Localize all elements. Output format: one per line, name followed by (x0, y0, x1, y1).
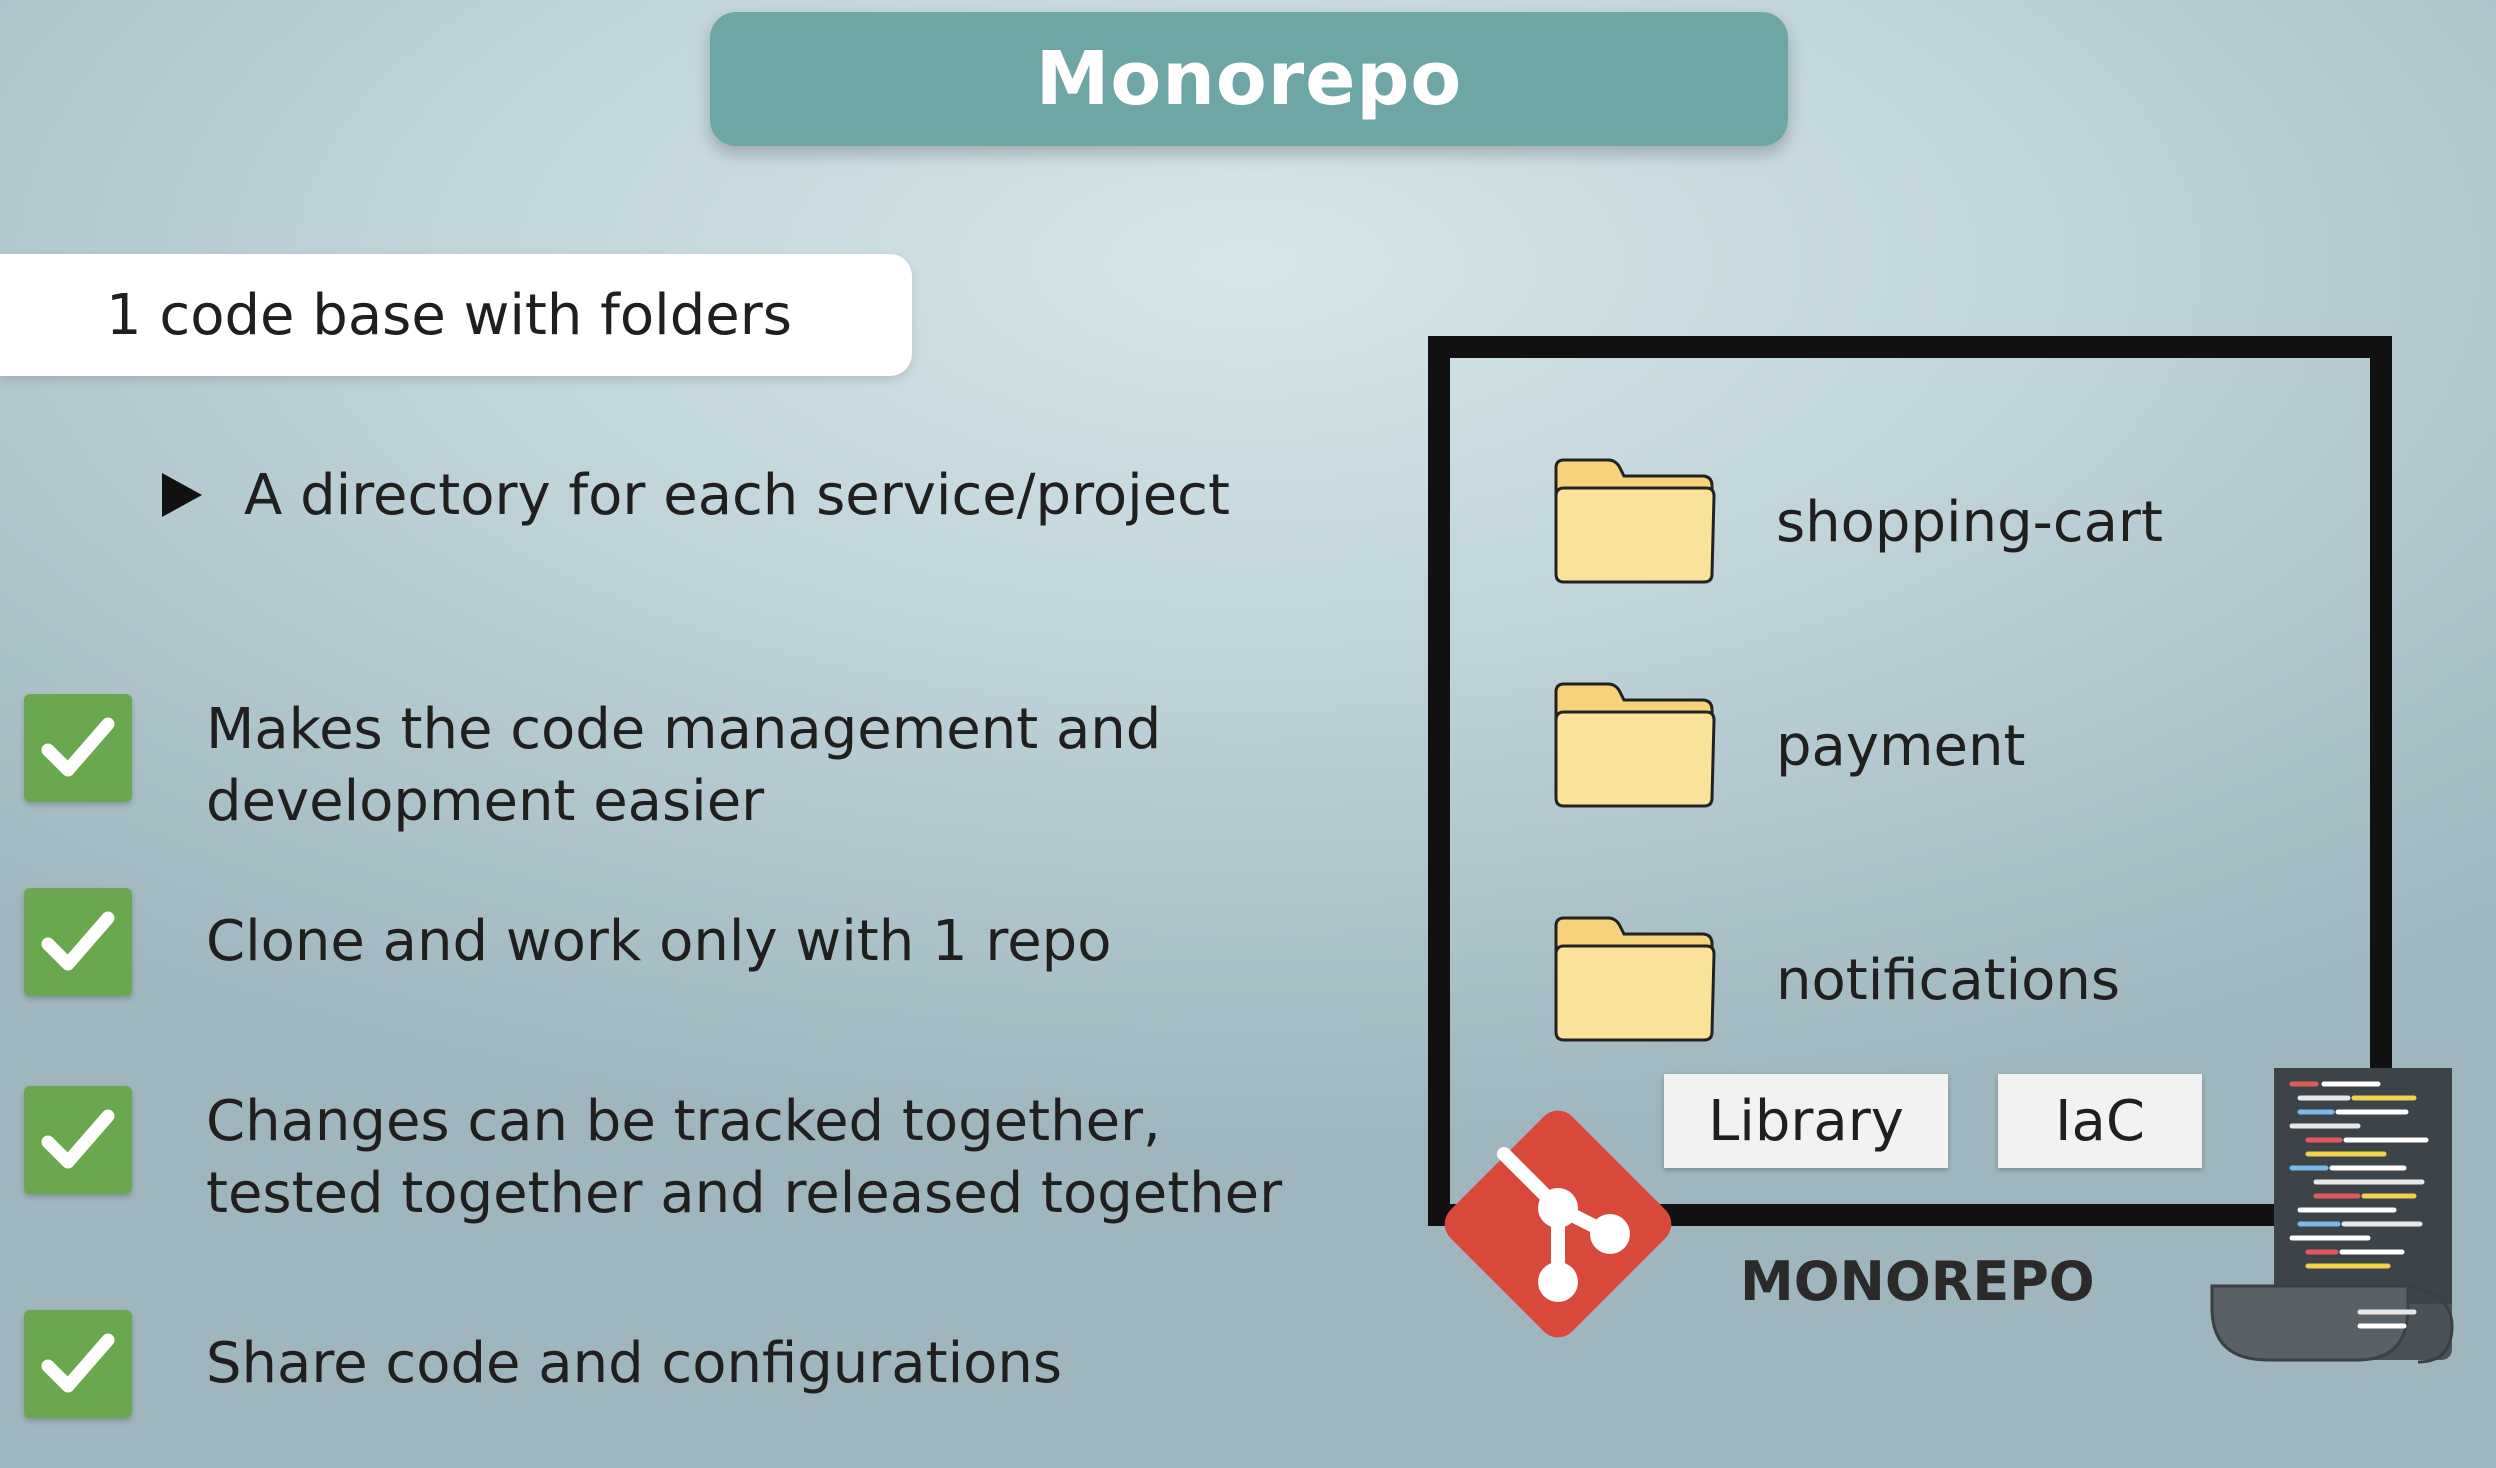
benefit-line: Share code and configurations (206, 1331, 1063, 1396)
benefit-item: Share code and configurations (24, 1310, 1062, 1418)
checkmark-icon (24, 1310, 132, 1418)
triangle-bullet-icon (162, 473, 202, 517)
benefit-item: Changes can be tracked together, tested … (24, 1086, 1282, 1230)
checkmark-icon (24, 888, 132, 996)
benefit-text: Changes can be tracked together, tested … (206, 1086, 1282, 1230)
subtitle-text: 1 code base with folders (106, 282, 792, 348)
benefit-line: Changes can be tracked together, (206, 1089, 1161, 1154)
folder-icon (1554, 916, 1716, 1042)
benefit-line: Clone and work only with 1 repo (206, 909, 1112, 974)
benefit-text: Share code and configurations (206, 1328, 1062, 1400)
bullet-point: A directory for each service/project (162, 455, 1230, 535)
benefit-line: tested together and released together (206, 1161, 1283, 1226)
benefit-line: Makes the code management and (206, 697, 1162, 762)
subtitle-card: 1 code base with folders (0, 254, 912, 376)
folder-item: notifications (1552, 914, 2120, 1046)
folder-label: payment (1776, 713, 2026, 779)
code-scroll-icon (2210, 1068, 2454, 1364)
folder-icon (1554, 458, 1716, 584)
checkmark-icon (24, 1086, 132, 1194)
benefit-line: development easier (206, 769, 765, 834)
benefit-item: Clone and work only with 1 repo (24, 888, 1112, 996)
slide-title: Monorepo (1035, 36, 1463, 122)
folder-item: payment (1552, 680, 2025, 812)
library-tag: Library (1664, 1074, 1948, 1168)
benefit-text: Makes the code management and developmen… (206, 694, 1161, 838)
folder-icon (1554, 682, 1716, 808)
benefit-text: Clone and work only with 1 repo (206, 906, 1112, 978)
folder-item: shopping-cart (1552, 456, 2163, 588)
bullet-text: A directory for each service/project (244, 462, 1230, 528)
benefit-item: Makes the code management and developmen… (24, 694, 1161, 838)
title-banner: Monorepo (710, 12, 1788, 146)
folder-label: notifications (1776, 947, 2121, 1013)
iac-tag: IaC (1998, 1074, 2202, 1168)
checkmark-icon (24, 694, 132, 802)
monorepo-caption: MONOREPO (1740, 1250, 2095, 1313)
folder-label: shopping-cart (1776, 489, 2163, 555)
git-logo-icon (1444, 1110, 1672, 1338)
